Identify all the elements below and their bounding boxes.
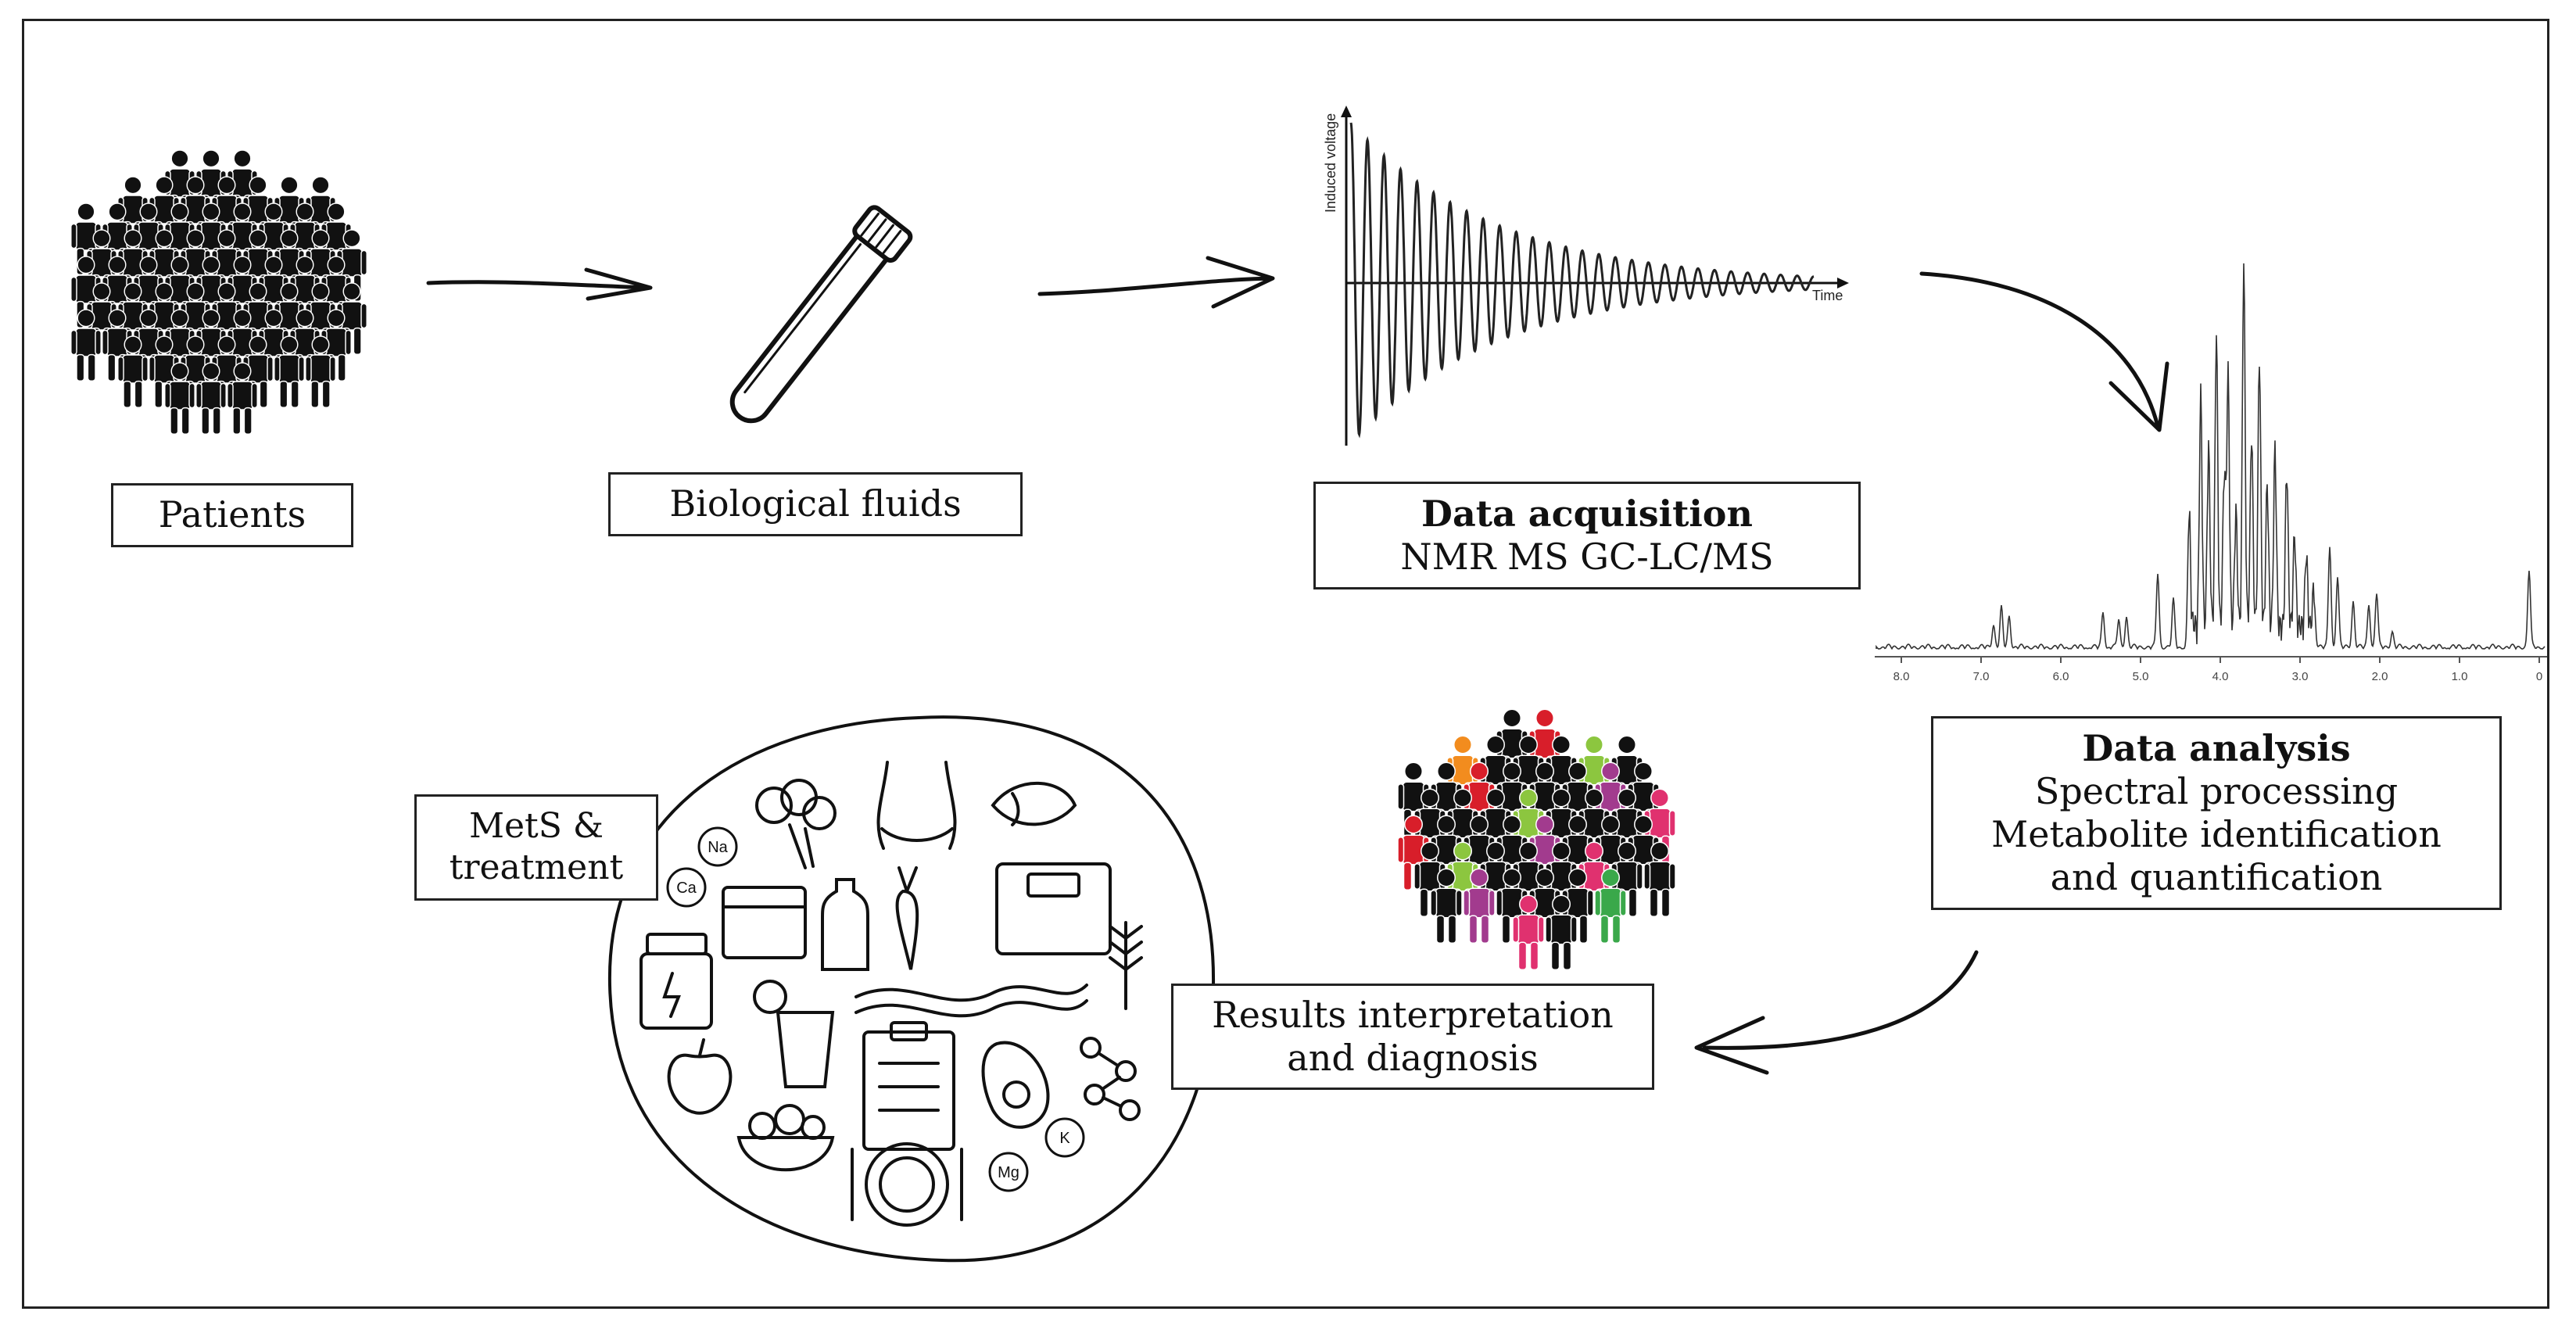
spectrum-tick-label: 8.0 bbox=[1893, 670, 1910, 683]
arrow-fluids-to-acquisition bbox=[1037, 256, 1275, 309]
mineral-circle bbox=[988, 1152, 1029, 1192]
acquisition-title: Data acquisition bbox=[1421, 492, 1753, 535]
analysis-title: Data analysis bbox=[2082, 726, 2351, 769]
spectrum-tick-label: 3.0 bbox=[2292, 670, 2309, 683]
arrow-acquisition-to-analysis bbox=[1919, 271, 2169, 432]
flow-arrows bbox=[426, 256, 2169, 1075]
salad-bowl-icon bbox=[736, 1104, 835, 1172]
nmr-spectrum: 8.0 7.0 6.0 5.0 4.0 3.0 2.0 1.0 0 bbox=[1875, 263, 2547, 683]
mineral-label: Mg bbox=[998, 1164, 1019, 1181]
mets-line1: MetS & bbox=[468, 806, 604, 847]
spectrum-tick-label: 7.0 bbox=[1973, 670, 1990, 683]
scale-icon bbox=[995, 862, 1112, 955]
analysis-line3: and quantification bbox=[2050, 856, 2383, 899]
glass-icon bbox=[753, 980, 835, 1088]
patients-label-box: Patients bbox=[111, 483, 353, 547]
spectrum-trace bbox=[1876, 263, 2546, 650]
test-tube-icon bbox=[729, 205, 913, 424]
figure-frame bbox=[22, 19, 2549, 1309]
mineral-label: Na bbox=[708, 839, 728, 856]
spectrum-tick-label: 1.0 bbox=[2452, 670, 2468, 683]
salmon-icon bbox=[991, 781, 1077, 826]
analysis-line1: Spectral processing bbox=[2034, 769, 2399, 812]
colored-crowd-icon bbox=[1397, 708, 1676, 970]
carrot-icon bbox=[895, 866, 919, 970]
fid-plot: Induced voltage Time bbox=[1323, 106, 1849, 446]
mineral-circle bbox=[697, 826, 738, 867]
spectrum-tick-label: 6.0 bbox=[2053, 670, 2069, 683]
mineral-label: K bbox=[1059, 1130, 1070, 1147]
spectrum-tick-label: 4.0 bbox=[2212, 670, 2229, 683]
supplement-jar-icon bbox=[640, 933, 713, 1030]
waist-icon bbox=[876, 761, 957, 850]
mineral-label: Ca bbox=[676, 880, 697, 897]
patients-label: Patients bbox=[158, 493, 306, 536]
calendar-icon bbox=[722, 886, 807, 959]
apple-icon bbox=[667, 1038, 733, 1115]
arrow-patients-to-fluids bbox=[426, 267, 653, 301]
mineral-circle bbox=[666, 867, 707, 908]
wheat-icon bbox=[1109, 921, 1143, 1010]
acquisition-methods: NMR MS GC-LC/MS bbox=[1400, 536, 1774, 578]
spectrum-tick-label: 0 bbox=[2536, 670, 2542, 683]
mets-line2: treatment bbox=[449, 847, 624, 887]
mets-label-box: MetS & treatment bbox=[414, 794, 658, 901]
clipboard-icon bbox=[862, 1021, 955, 1151]
fluids-label: Biological fluids bbox=[669, 482, 962, 525]
mineral-circle bbox=[1044, 1117, 1085, 1158]
avocado-icon bbox=[981, 1041, 1050, 1129]
analysis-label-box: Data analysis Spectral processing Metabo… bbox=[1931, 716, 2502, 910]
analysis-line2: Metabolite identification bbox=[1991, 813, 2442, 855]
molecule-icon bbox=[1080, 1037, 1141, 1121]
fluids-label-box: Biological fluids bbox=[608, 472, 1023, 536]
water-bottle-icon bbox=[821, 878, 869, 971]
plate-icon bbox=[851, 1142, 963, 1227]
fid-ylabel: Induced voltage bbox=[1323, 113, 1338, 213]
broccoli-icon bbox=[755, 779, 837, 869]
results-line1: Results interpretation bbox=[1212, 993, 1614, 1036]
fid-wave bbox=[1349, 122, 1815, 439]
spectrum-tick-label: 2.0 bbox=[2372, 670, 2388, 683]
spectrum-tick-label: 5.0 bbox=[2133, 670, 2149, 683]
results-line2: and diagnosis bbox=[1287, 1037, 1539, 1079]
measuring-tape-icon bbox=[854, 984, 1088, 1018]
arrow-analysis-to-results bbox=[1694, 950, 1979, 1075]
results-label-box: Results interpretation and diagnosis bbox=[1171, 984, 1654, 1090]
diet-circle-icon bbox=[607, 715, 1216, 1263]
patients-crowd-icon bbox=[70, 149, 367, 435]
acquisition-label-box: Data acquisition NMR MS GC-LC/MS bbox=[1313, 482, 1861, 589]
fid-xlabel: Time bbox=[1812, 288, 1843, 303]
